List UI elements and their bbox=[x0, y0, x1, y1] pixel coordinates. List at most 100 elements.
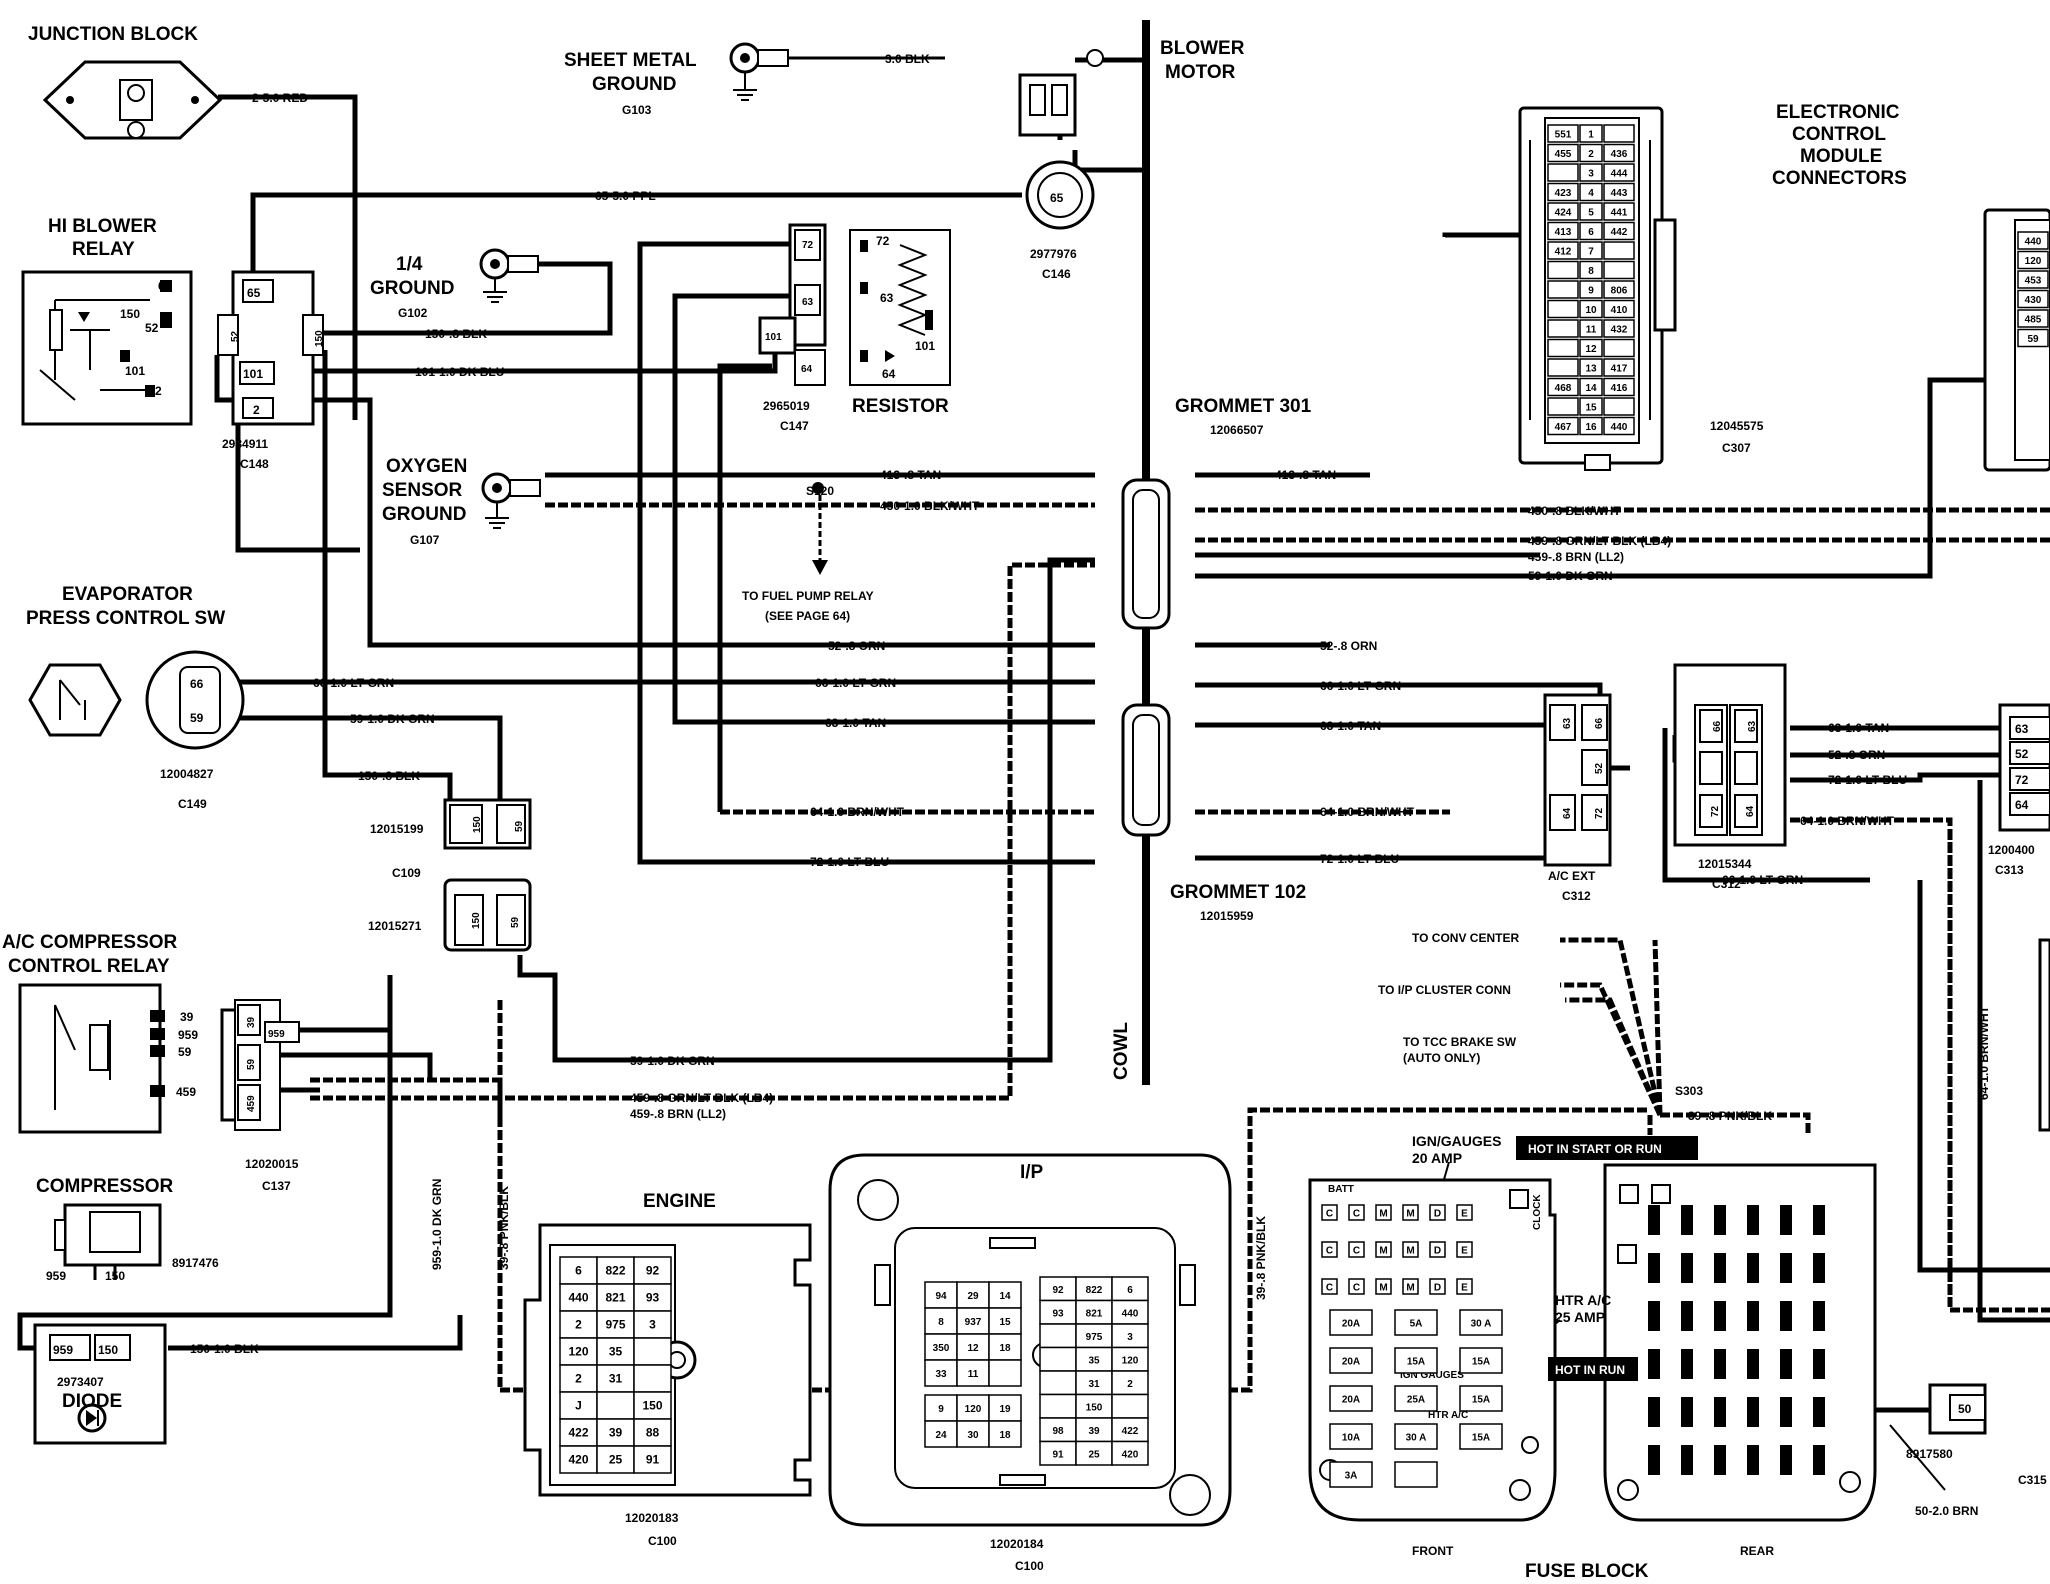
htr-ac-1: HTR A/C bbox=[1555, 1292, 1611, 1308]
labels: JUNCTION BLOCK 2-5.0 RED HI BLOWER RELAY… bbox=[2, 24, 2047, 1582]
fuse-block-title: FUSE BLOCK bbox=[1525, 1561, 1649, 1582]
s303-to-3: TO TCC BRAKE SW bbox=[1403, 1035, 1517, 1049]
rear-fuse-slot bbox=[1714, 1445, 1726, 1475]
ecm-pin-cell bbox=[1603, 143, 1635, 163]
fuse-small-label: M bbox=[1406, 1246, 1414, 1257]
rear-fuse-slot bbox=[1681, 1301, 1693, 1331]
wire-959-vert: 959-1.0 DK GRN bbox=[430, 1179, 444, 1270]
engine-pin-label: 6 bbox=[575, 1264, 582, 1278]
ecm-pin-cell bbox=[1547, 241, 1579, 260]
engine-connector: C100 bbox=[648, 1534, 677, 1548]
wire-65: 65-5.0 PPL bbox=[595, 189, 656, 203]
ip-left-pin-cell bbox=[988, 1359, 1022, 1387]
ecm-right-pin-cell bbox=[2017, 289, 2049, 309]
c312b-pin-72: 72 bbox=[1710, 805, 1721, 817]
c312b-connector bbox=[1673, 663, 1787, 847]
blower-motor-title-2: MOTOR bbox=[1165, 62, 1236, 83]
s303-label: S303 bbox=[1675, 1084, 1703, 1098]
engine-pin-cell bbox=[633, 1283, 672, 1312]
resistor-part-number: 2965019 bbox=[763, 399, 810, 413]
fuse-small-label: C bbox=[1353, 1246, 1360, 1257]
ecm-pin-cell bbox=[1579, 319, 1603, 338]
sheet-metal-code: G103 bbox=[622, 103, 652, 117]
engine-pin-label: 822 bbox=[605, 1264, 625, 1278]
rear-fuse-slot bbox=[1813, 1349, 1825, 1379]
ecm-pin-cell bbox=[1603, 338, 1635, 358]
ecm-pin-cell bbox=[1547, 319, 1579, 338]
ecm-right-pin-cell bbox=[2017, 231, 2049, 250]
ecm-pin-label: 444 bbox=[1611, 169, 1628, 180]
evaporator-switch bbox=[28, 650, 245, 750]
wire-101: 101-1.0 DK BLU bbox=[415, 365, 504, 379]
evap-connector: C149 bbox=[178, 797, 207, 811]
engine-pin-cell bbox=[633, 1391, 672, 1420]
ecm-pin-cell bbox=[1603, 163, 1635, 182]
rear-fuse-slot bbox=[1681, 1397, 1693, 1427]
ecm-pin-cell bbox=[1579, 280, 1603, 299]
s120-note-2: (SEE PAGE 64) bbox=[765, 609, 850, 623]
rear-fuse-slot bbox=[1747, 1205, 1759, 1235]
resistor-pin-72: 72 bbox=[876, 234, 890, 248]
ecm-pin-cell bbox=[1579, 377, 1603, 397]
compressor-pin-150: 150 bbox=[105, 1269, 125, 1283]
ip-right-pin-cell bbox=[1039, 1323, 1077, 1349]
wire-66-left: 66-1.0 LT GRN bbox=[313, 676, 394, 690]
wire-64-right: 64-1.0 BRN/WHT bbox=[1320, 805, 1415, 819]
c109-pin-59b: 59 bbox=[510, 916, 521, 928]
ecm-pin-cell bbox=[1603, 241, 1635, 260]
ip-left-pin-label: 29 bbox=[967, 1291, 979, 1302]
ecm-pin-cell bbox=[1603, 260, 1635, 280]
ecm-pin-label: 9 bbox=[1588, 286, 1594, 297]
ecm-right-pin-cell bbox=[2017, 250, 2049, 270]
fuse-small-cell bbox=[1375, 1278, 1392, 1295]
fuse-small-cell bbox=[1321, 1204, 1338, 1221]
engine-pin-cell bbox=[633, 1445, 672, 1474]
ip-right-pin-label: 120 bbox=[1122, 1355, 1139, 1366]
engine-pin-cell bbox=[596, 1445, 635, 1474]
grommet-102 bbox=[1121, 703, 1171, 837]
engine-pin-label: 39 bbox=[609, 1426, 623, 1440]
ecm-pin-cell bbox=[1579, 163, 1603, 182]
s120-note-1: TO FUEL PUMP RELAY bbox=[742, 589, 874, 603]
engine-pin-label: 31 bbox=[609, 1372, 623, 1386]
sheet-metal-wire: 3.0 BLK bbox=[885, 52, 930, 66]
fuse-small-cell bbox=[1402, 1241, 1419, 1258]
resistor-title: RESISTOR bbox=[852, 396, 949, 417]
ecm-pin-cell bbox=[1579, 299, 1603, 319]
ip-bl-pin-label: 19 bbox=[999, 1404, 1011, 1415]
c315-part-number: 8917580 bbox=[1906, 1447, 1953, 1461]
c313-connector: C313 bbox=[1995, 863, 2024, 877]
ac-ext-pin-72: 72 bbox=[1594, 807, 1605, 819]
c147-pin-72: 72 bbox=[802, 240, 814, 251]
c109-part-number-1: 12015199 bbox=[370, 822, 424, 836]
resistor-connector-c147 bbox=[758, 223, 827, 386]
c148-part-number: 2984911 bbox=[222, 437, 268, 451]
fuse-small-label: M bbox=[1379, 1246, 1387, 1257]
engine-pin-label: 2 bbox=[575, 1318, 582, 1332]
fuse-cell-cell bbox=[1394, 1347, 1438, 1374]
c109-connector bbox=[443, 798, 532, 952]
hi-blower-title-2: RELAY bbox=[72, 239, 135, 260]
fuse-cell-label: 10A bbox=[1342, 1433, 1360, 1444]
fuse-cell-cell bbox=[1394, 1385, 1438, 1412]
rear-fuse-slot bbox=[1648, 1205, 1660, 1235]
fuse-small-label: C bbox=[1353, 1283, 1360, 1294]
oxygen-sensor-ground-terminal bbox=[481, 472, 828, 575]
quarter-ground-title-2: GROUND bbox=[370, 278, 454, 299]
wire-66-right: 66-1.0 LT GRN bbox=[1320, 679, 1401, 693]
ip-right-pin-label: 31 bbox=[1088, 1379, 1100, 1390]
c109-pin-150b: 150 bbox=[471, 912, 482, 929]
rear-fuse-slot bbox=[1813, 1205, 1825, 1235]
rear-fuse-slot bbox=[1714, 1301, 1726, 1331]
fuse-small-cell bbox=[1321, 1278, 1338, 1295]
ecm-title-3: MODULE bbox=[1800, 146, 1882, 167]
evap-title-2: PRESS CONTROL SW bbox=[26, 608, 225, 629]
ecm-right-pin-label: 59 bbox=[2027, 334, 2039, 345]
ip-bl-pin-label: 120 bbox=[965, 1404, 982, 1415]
ecm-pin-cell bbox=[1603, 221, 1635, 241]
engine-pin-label: 422 bbox=[568, 1426, 588, 1440]
ip-left-pin-cell bbox=[924, 1307, 958, 1335]
engine-pin-cell bbox=[596, 1391, 635, 1420]
rear-fuse-slot bbox=[1747, 1397, 1759, 1427]
quarter-ground-terminal bbox=[479, 248, 539, 303]
